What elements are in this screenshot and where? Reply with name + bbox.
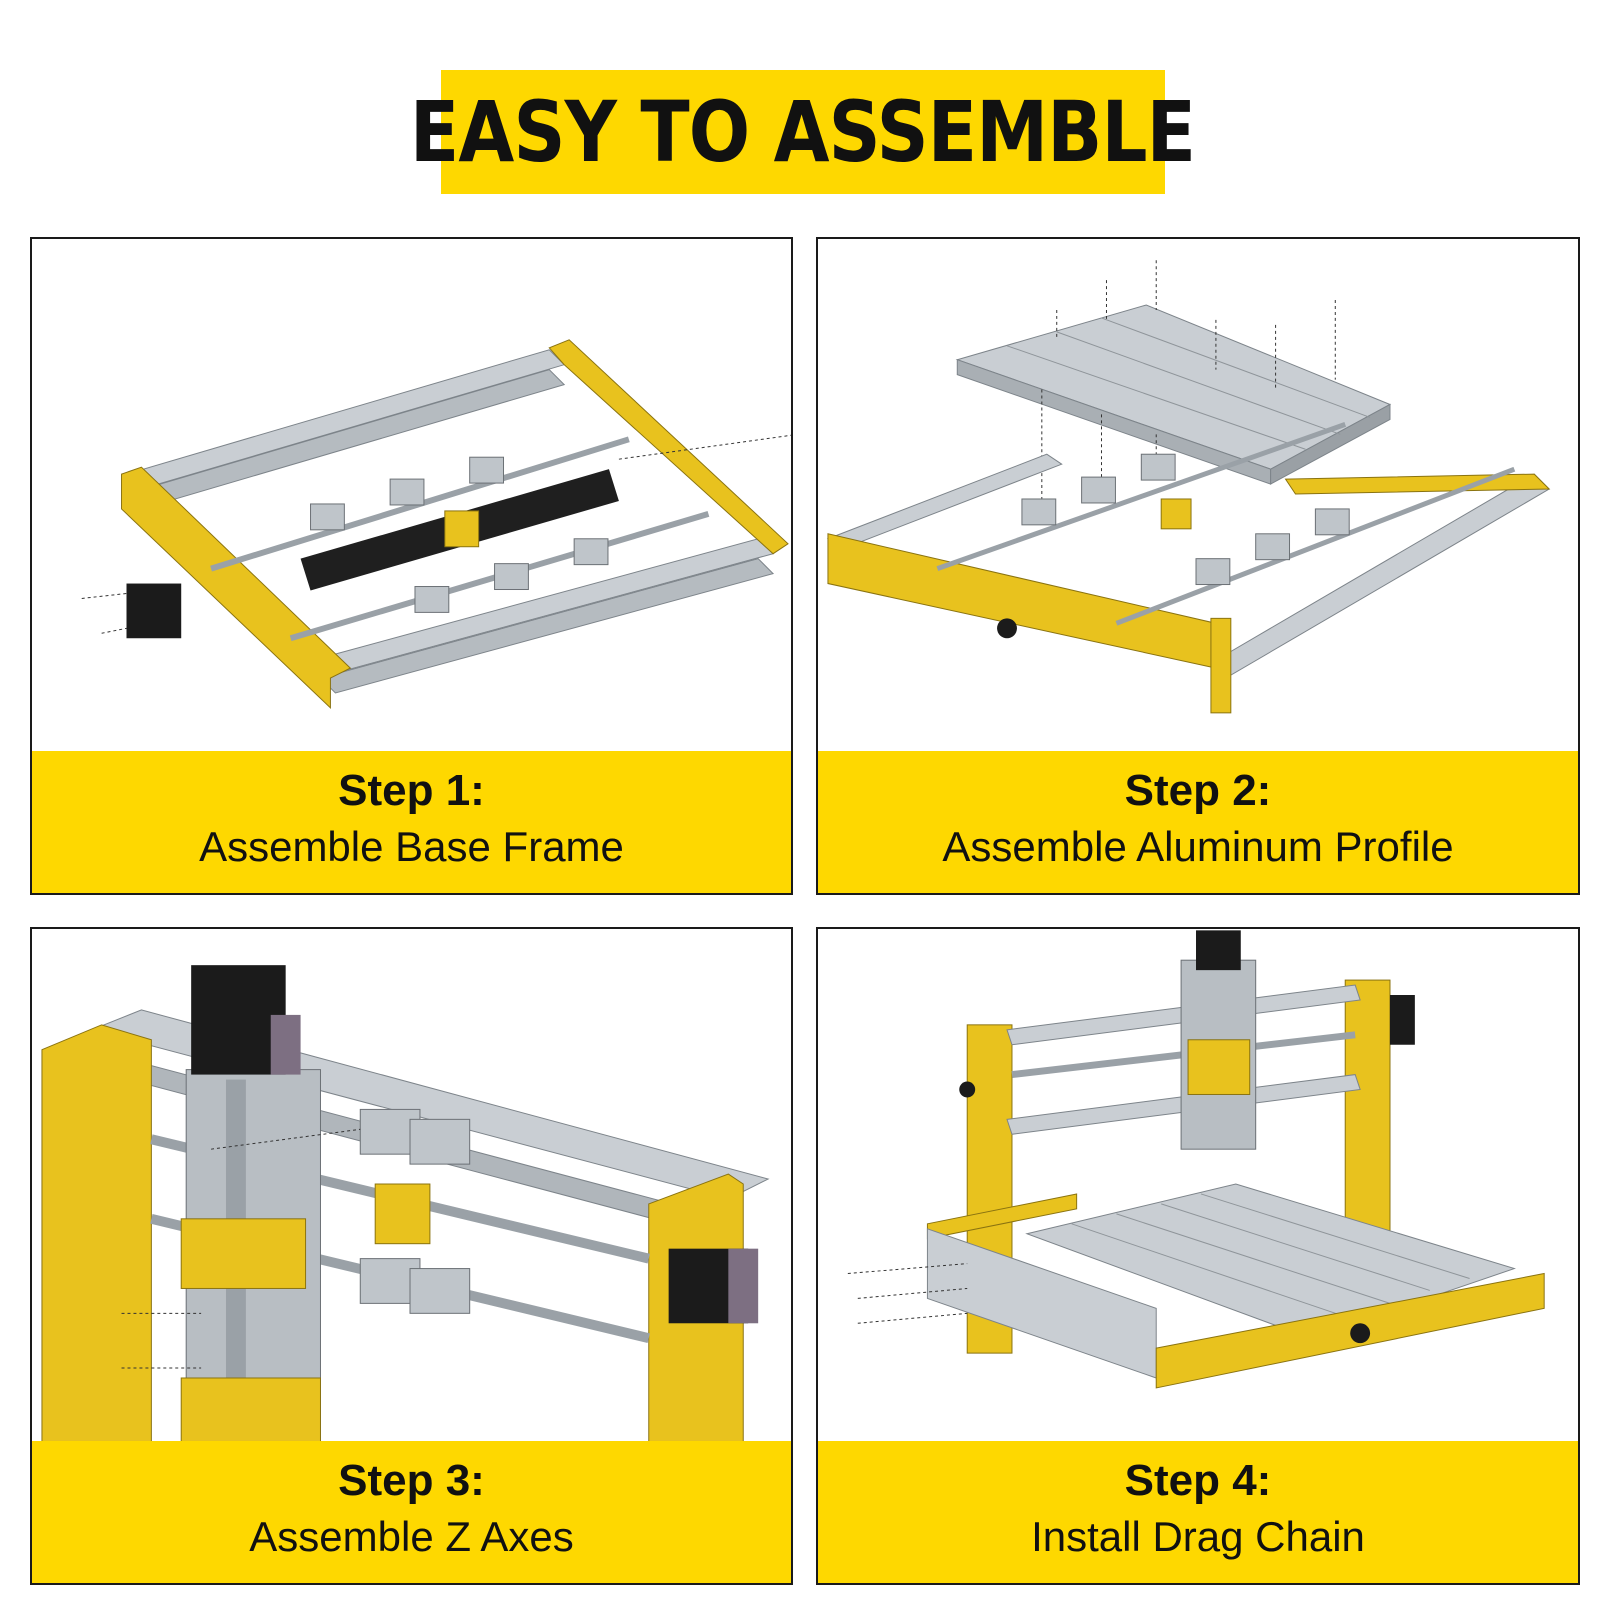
z-axis-illustration	[41, 965, 770, 1443]
step-label: Step 3:	[338, 1456, 485, 1505]
step-label: Step 1:	[338, 766, 485, 815]
step-label: Step 4:	[1124, 1456, 1272, 1505]
step-card-1: Step 1: Assemble Base Frame	[30, 237, 793, 895]
aluminum-profile-illustration	[826, 260, 1551, 714]
step-description: Assemble Base Frame	[199, 823, 624, 870]
step-caption-1: Step 1: Assemble Base Frame	[32, 751, 791, 893]
step-description: Assemble Aluminum Profile	[942, 823, 1454, 870]
base-frame-illustration	[81, 339, 791, 710]
step-description: Assemble Z Axes	[249, 1513, 574, 1560]
step-card-4: Step 4: Install Drag Chain	[816, 927, 1580, 1585]
step-label: Step 2:	[1124, 766, 1272, 815]
step-caption-2: Step 2: Assemble Aluminum Profile	[818, 751, 1578, 893]
title-banner: EASY TO ASSEMBLE	[410, 70, 1196, 194]
drag-chain-illustration	[847, 930, 1545, 1389]
step-caption-3: Step 3: Assemble Z Axes	[32, 1441, 791, 1583]
step-card-2: Step 2: Assemble Aluminum Profile	[816, 237, 1580, 895]
step-description: Install Drag Chain	[1031, 1513, 1365, 1560]
page-title: EASY TO ASSEMBLE	[410, 83, 1196, 181]
step-card-3: Step 3: Assemble Z Axes	[30, 927, 793, 1585]
step-caption-4: Step 4: Install Drag Chain	[818, 1441, 1578, 1583]
